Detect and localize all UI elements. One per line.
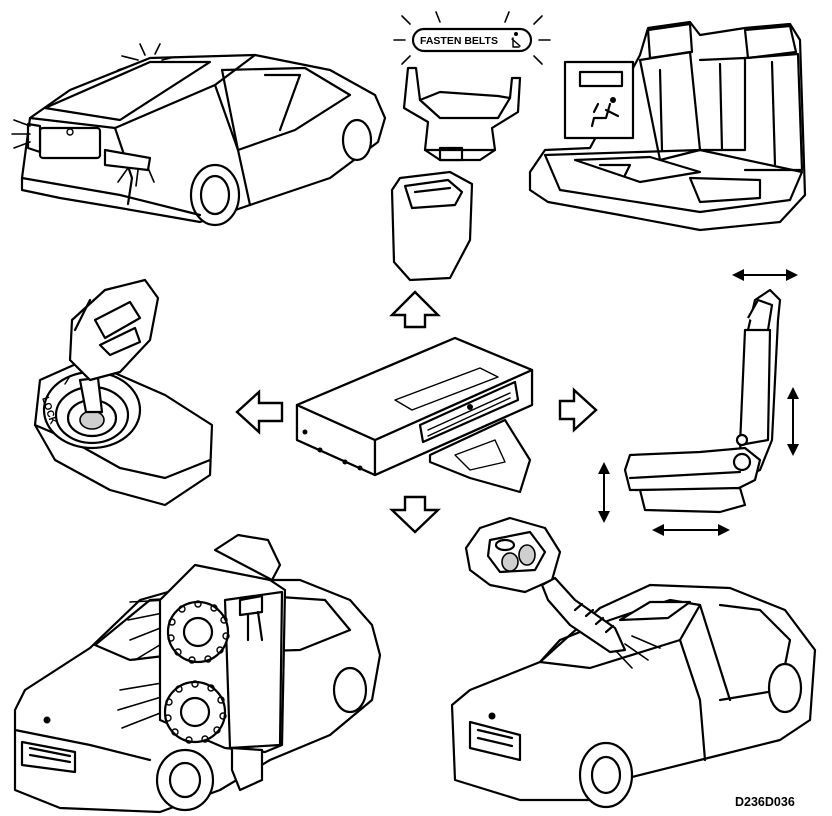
roof-lamp-rays bbox=[117, 43, 176, 71]
rear-seat bbox=[528, 20, 807, 232]
remote-signal-rays bbox=[614, 635, 661, 669]
fasten-belts-indicator bbox=[411, 27, 533, 53]
control-module bbox=[295, 336, 534, 494]
fasten-belts-label: FASTEN BELTS bbox=[420, 35, 498, 47]
gear-lever: LOCK bbox=[33, 278, 214, 507]
seat-adjust-arrows bbox=[598, 269, 799, 536]
indicator-rays bbox=[393, 11, 551, 65]
arrow-left bbox=[235, 389, 284, 435]
sedan-with-remote bbox=[450, 516, 817, 809]
rear-lamp-rays bbox=[11, 119, 155, 187]
arrow-down bbox=[389, 495, 441, 534]
flow-arrows bbox=[235, 290, 598, 534]
seated-person-icon bbox=[590, 97, 620, 128]
sedan-with-audio bbox=[13, 533, 382, 814]
front-seat bbox=[598, 269, 799, 536]
seatbelt-person-icon bbox=[511, 32, 521, 48]
remote-key-fob-icon bbox=[464, 516, 627, 654]
arrow-up bbox=[389, 290, 441, 329]
audio-unit bbox=[158, 533, 287, 792]
hatchback-car bbox=[11, 43, 387, 227]
seatbelt-reminder: FASTEN BELTS bbox=[390, 11, 551, 282]
arrow-right bbox=[558, 387, 598, 433]
figure-code: D236D036 bbox=[735, 795, 795, 809]
